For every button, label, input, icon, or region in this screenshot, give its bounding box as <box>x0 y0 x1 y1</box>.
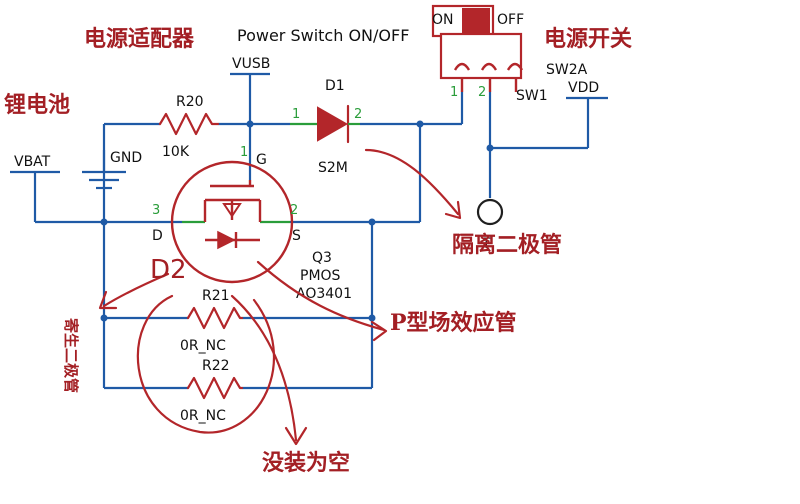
r20-value: 10K <box>162 144 190 160</box>
q3-part: AO3401 <box>296 286 352 302</box>
wires <box>10 72 608 390</box>
annotation-battery: 锂电池 <box>4 92 70 118</box>
q3-ref: Q3 <box>312 250 332 266</box>
switch-ref: SW1 <box>516 88 548 104</box>
annotation-adapter: 电源适配器 <box>84 26 195 52</box>
switch-on-label: ON <box>432 12 454 28</box>
q3-type: PMOS <box>300 268 341 284</box>
r22-value: 0R_NC <box>180 408 226 424</box>
r20-resistor <box>158 112 220 136</box>
annotation-isolation-diode: 隔离二极管 <box>452 232 562 258</box>
q3-pin-g: G <box>256 152 267 168</box>
annotation-power-switch: 电源开关 <box>544 26 632 52</box>
d1-pin2: 2 <box>354 107 362 122</box>
d1-ref: D1 <box>325 78 345 94</box>
power-switch <box>431 4 524 226</box>
d1-diode <box>290 104 360 144</box>
d1-pin1: 1 <box>292 107 300 122</box>
q3-pin-d: D <box>152 228 163 244</box>
annotation-d2: D2 <box>150 255 187 285</box>
switch-part: SW2A <box>546 62 588 78</box>
annotation-p-fet: P型场效应管 <box>390 310 517 336</box>
q3-pin-g-num: 1 <box>240 145 248 160</box>
net-vusb-label: VUSB <box>232 56 270 72</box>
schematic-title: Power Switch ON/OFF <box>237 26 409 45</box>
q3-mosfet <box>170 160 294 284</box>
switch-off-label: OFF <box>497 12 524 28</box>
r22-resistor <box>186 376 244 400</box>
r21-resistor <box>186 306 244 330</box>
r21-value: 0R_NC <box>180 338 226 354</box>
net-vbat-label: VBAT <box>14 154 51 170</box>
d1-value: S2M <box>318 160 348 176</box>
r21-ref: R21 <box>202 288 230 304</box>
q3-pin-s: S <box>292 228 301 244</box>
annotation-side-note: 寄生二极管 <box>62 318 80 393</box>
handwritten-strokes <box>98 148 462 446</box>
gnd-symbol <box>82 150 126 190</box>
r20-ref: R20 <box>176 94 204 110</box>
net-gnd-label: GND <box>110 150 142 166</box>
junctions <box>100 120 494 322</box>
switch-pin2: 2 <box>478 85 486 100</box>
test-point-label: T <box>481 236 491 252</box>
switch-pin1: 1 <box>450 85 458 100</box>
annotation-not-populated: 没装为空 <box>262 450 350 476</box>
r22-ref: R22 <box>202 358 230 374</box>
net-vdd-label: VDD <box>568 80 599 96</box>
q3-pin-s-num: 2 <box>290 203 298 218</box>
q3-pin-d-num: 3 <box>152 203 160 218</box>
